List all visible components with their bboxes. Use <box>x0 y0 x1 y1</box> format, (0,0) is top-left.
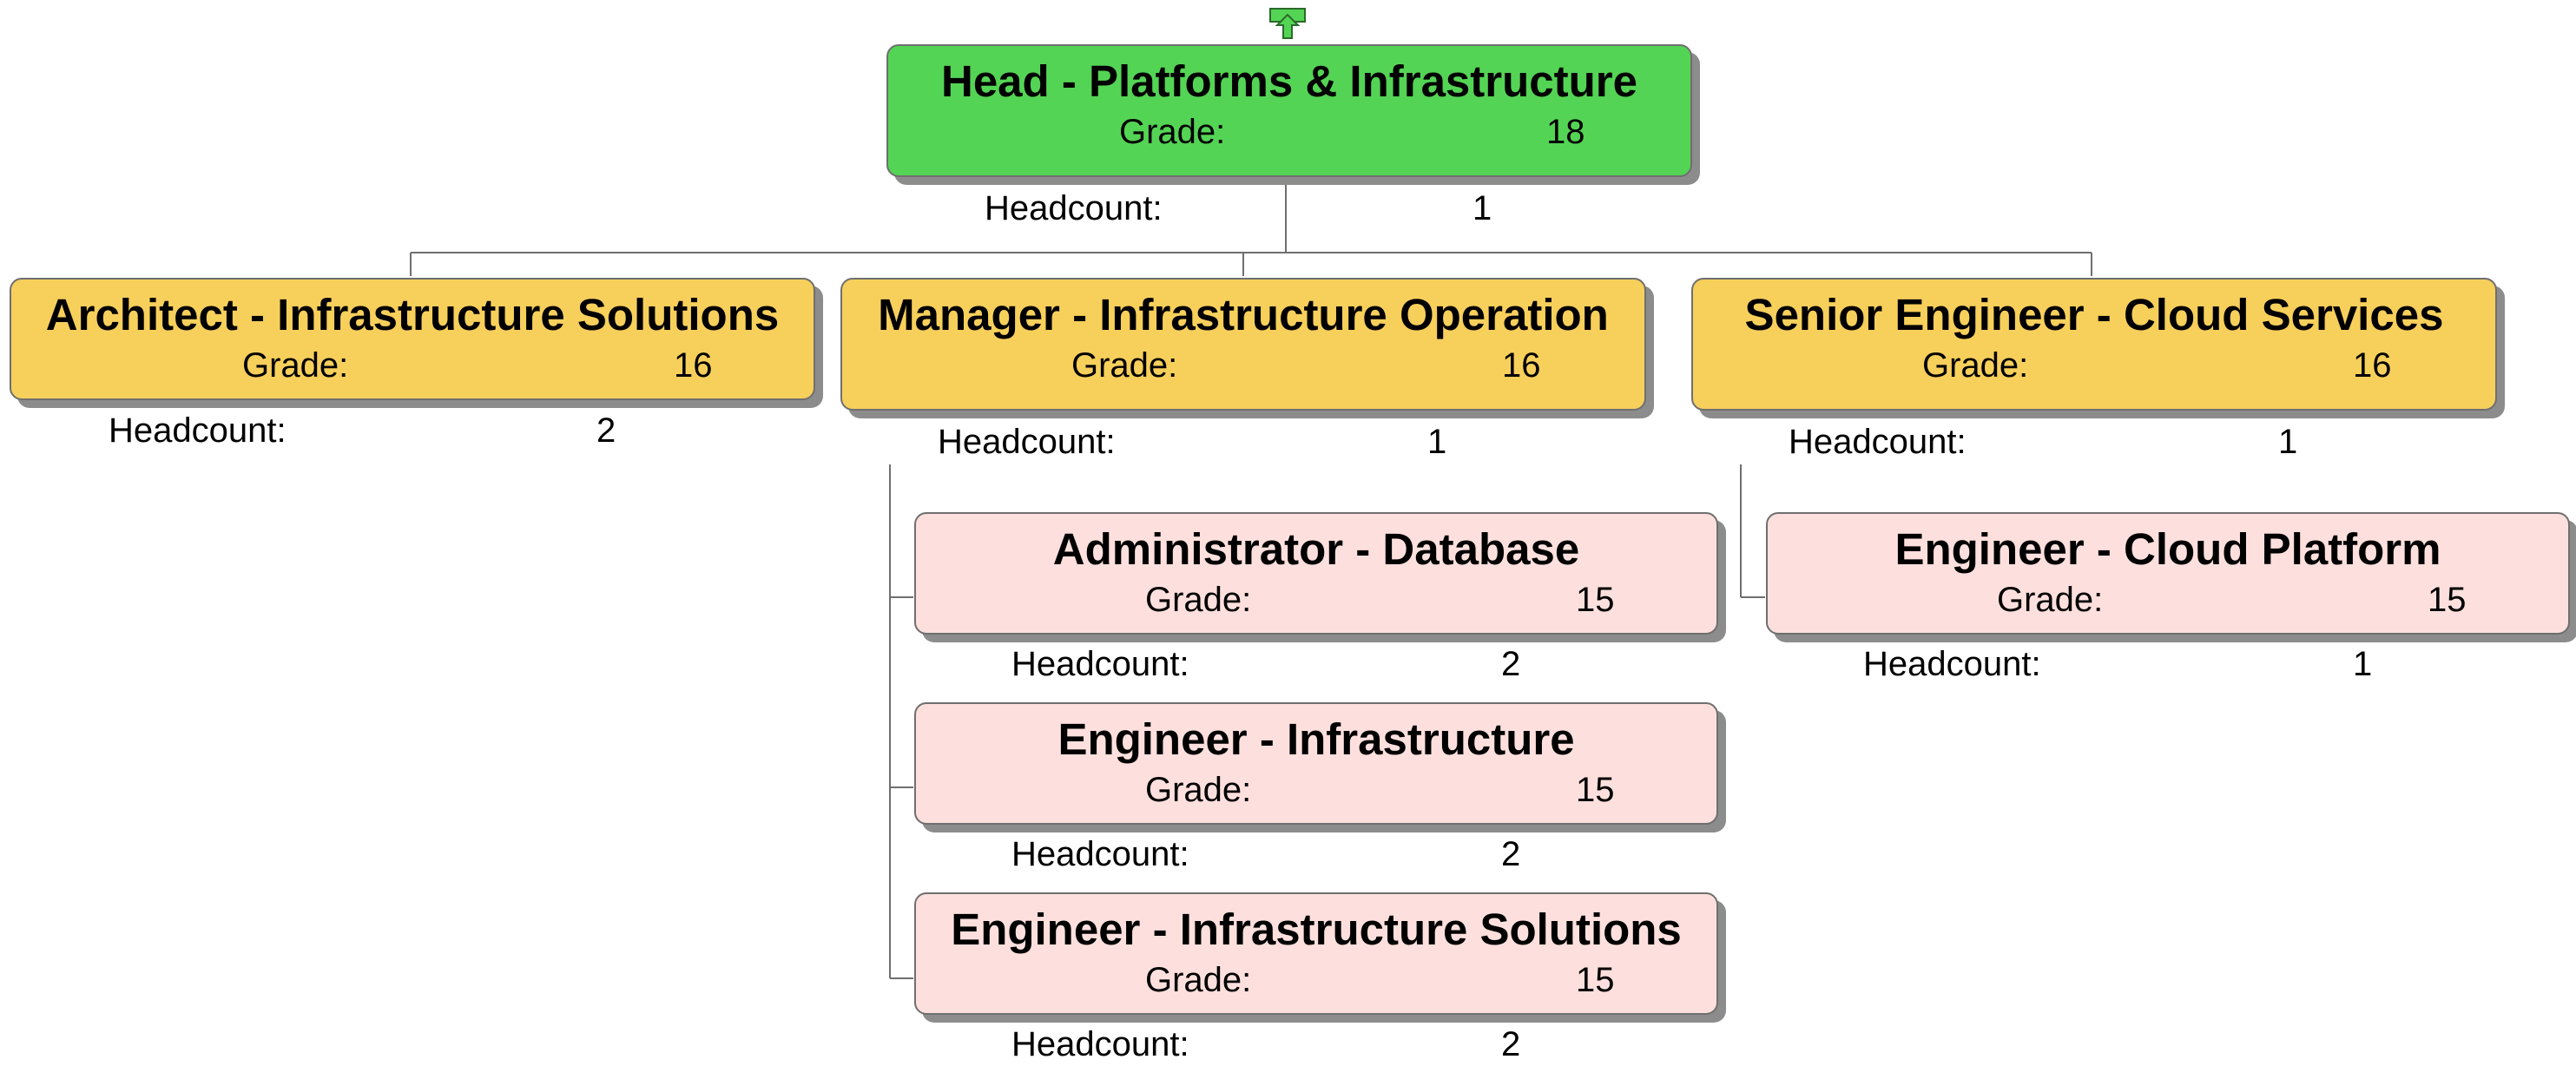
grade-label: Grade: <box>1997 581 2104 619</box>
node-title: Engineer - Cloud Platform <box>1894 524 2441 574</box>
org-node-architect-infrastructure-solutions[interactable]: Architect - Infrastructure Solutions Gra… <box>10 278 815 400</box>
grade-label: Grade: <box>1119 113 1226 151</box>
grade-label: Grade: <box>1922 346 2029 385</box>
headcount-value: 2 <box>1501 645 1521 683</box>
headcount-label: Headcount: <box>1011 645 1189 683</box>
org-node-administrator-database[interactable]: Administrator - Database Grade: 15 <box>914 512 1718 635</box>
node-title: Engineer - Infrastructure Solutions <box>951 905 1682 954</box>
node-title: Architect - Infrastructure Solutions <box>45 290 780 339</box>
headcount-value: 2 <box>1501 835 1521 873</box>
grade-value: 16 <box>1502 346 1541 385</box>
headcount-label: Headcount: <box>938 423 1116 461</box>
headcount-label: Headcount: <box>1789 423 1967 461</box>
grade-value: 15 <box>2428 581 2467 619</box>
node-title: Engineer - Infrastructure <box>1057 714 1575 764</box>
grade-label: Grade: <box>1071 346 1178 385</box>
headcount-label: Headcount: <box>985 189 1163 227</box>
org-node-engineer-infrastructure-solutions[interactable]: Engineer - Infrastructure Solutions Grad… <box>914 892 1718 1015</box>
headcount-value: 2 <box>596 411 616 450</box>
org-node-senior-engineer-cloud-services[interactable]: Senior Engineer - Cloud Services Grade: … <box>1691 278 2497 411</box>
node-title: Administrator - Database <box>1052 524 1580 574</box>
org-node-engineer-cloud-platform[interactable]: Engineer - Cloud Platform Grade: 15 <box>1766 512 2570 635</box>
expand-up-button[interactable] <box>1269 8 1306 39</box>
grade-value: 15 <box>1576 771 1615 809</box>
headcount-value: 1 <box>1427 423 1447 461</box>
org-node-manager-infrastructure-operation[interactable]: Manager - Infrastructure Operation Grade… <box>840 278 1646 411</box>
node-title: Head - Platforms & Infrastructure <box>940 56 1637 106</box>
org-node-head[interactable]: Head - Platforms & Infrastructure Grade:… <box>886 44 1692 177</box>
grade-value: 18 <box>1546 113 1585 151</box>
headcount-value: 1 <box>2353 645 2373 683</box>
grade-value: 16 <box>2353 346 2392 385</box>
headcount-label: Headcount: <box>1863 645 2041 683</box>
grade-value: 15 <box>1576 581 1615 619</box>
org-node-engineer-infrastructure[interactable]: Engineer - Infrastructure Grade: 15 <box>914 702 1718 825</box>
node-title: Senior Engineer - Cloud Services <box>1744 290 2444 339</box>
headcount-value: 1 <box>1472 189 1492 227</box>
grade-label: Grade: <box>1145 961 1252 999</box>
headcount-label: Headcount: <box>1011 1025 1189 1063</box>
node-title: Manager - Infrastructure Operation <box>878 290 1609 339</box>
grade-value: 16 <box>674 346 713 385</box>
arrow-up-icon <box>1269 8 1306 39</box>
grade-label: Grade: <box>242 346 349 385</box>
headcount-label: Headcount: <box>109 411 287 450</box>
grade-label: Grade: <box>1145 581 1252 619</box>
grade-value: 15 <box>1576 961 1615 999</box>
grade-label: Grade: <box>1145 771 1252 809</box>
headcount-value: 1 <box>2278 423 2298 461</box>
headcount-label: Headcount: <box>1011 835 1189 873</box>
headcount-value: 2 <box>1501 1025 1521 1063</box>
